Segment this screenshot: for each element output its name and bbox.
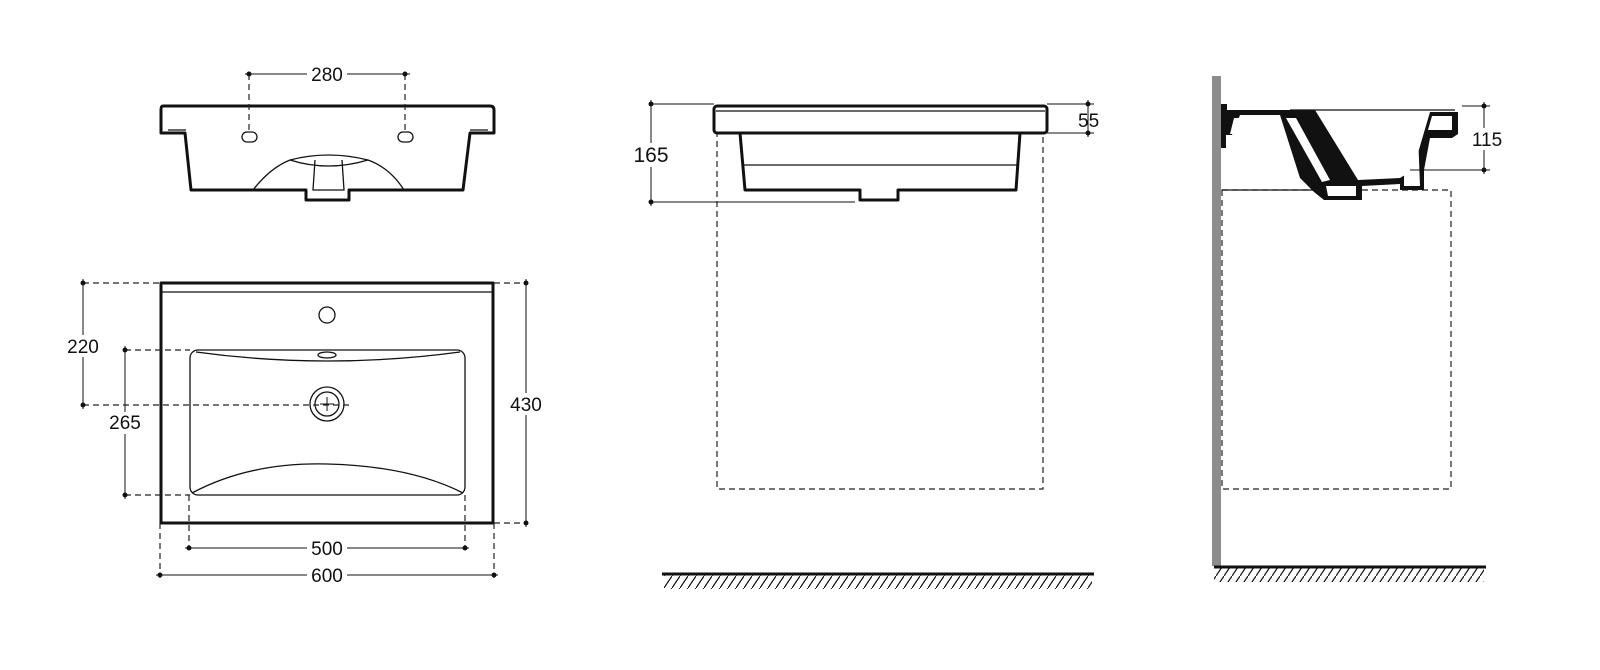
floor-hatch-side (1214, 568, 1484, 582)
tap-hole (318, 306, 336, 324)
dimension-265: 265 (105, 346, 145, 499)
dimension-220: 220 (64, 279, 104, 409)
basin-bowl (189, 349, 466, 496)
dimension-165: 165 (628, 100, 855, 206)
svg-text:265: 265 (109, 413, 141, 434)
svg-text:280: 280 (311, 65, 343, 86)
overflow-hole-right (397, 131, 414, 143)
side-section: 115 (1212, 76, 1506, 582)
dimension-430: 430 (494, 279, 547, 527)
svg-text:165: 165 (633, 144, 668, 167)
svg-text:500: 500 (311, 539, 343, 560)
floor-hatch (664, 575, 1092, 589)
front-elevation-cabinet: 165 55 (628, 100, 1099, 589)
dimension-55: 55 (1047, 100, 1099, 137)
dimension-500: 500 (185, 537, 469, 560)
svg-text:430: 430 (510, 395, 542, 416)
svg-text:115: 115 (1472, 130, 1502, 151)
dimension-600: 600 (156, 564, 498, 587)
svg-text:600: 600 (311, 566, 343, 587)
svg-text:220: 220 (67, 337, 99, 358)
wall (1212, 76, 1221, 566)
drain (309, 386, 345, 422)
svg-text:55: 55 (1078, 111, 1099, 132)
dimension-115: 115 (1410, 102, 1506, 174)
front-view-small: 280 (159, 63, 496, 202)
overflow-slot (317, 351, 337, 359)
overflow-hole-left (241, 131, 258, 143)
cabinet-outline-side (1221, 189, 1452, 490)
plan-view: 220 265 430 500 600 (64, 279, 547, 587)
dimension-280: 280 (245, 63, 410, 86)
